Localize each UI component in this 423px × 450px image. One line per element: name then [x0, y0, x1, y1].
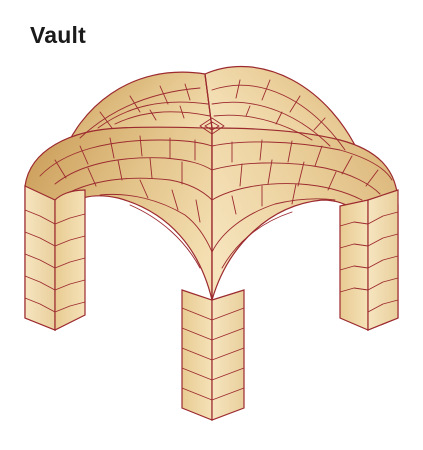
brick-courses-front-right	[211, 139, 393, 269]
brick-courses-back-right	[211, 79, 346, 151]
brick-courses-center-pier	[181, 299, 245, 421]
left-pier	[24, 185, 86, 331]
right-pier	[339, 189, 399, 331]
diagram-title: Vault	[30, 22, 86, 48]
brick-courses-right-pier	[339, 211, 399, 313]
brick-courses-front-left	[39, 135, 213, 269]
brick-courses-back-left	[79, 83, 211, 139]
crown-keystone	[199, 117, 225, 135]
center-pier	[181, 289, 245, 421]
brick-courses-left-pier	[24, 209, 86, 313]
